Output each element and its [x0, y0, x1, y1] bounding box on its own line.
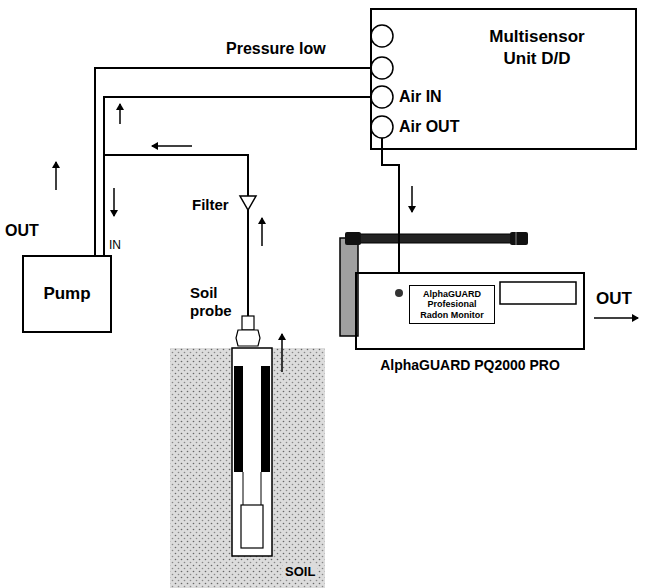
- pump-port-name: OUT: [5, 222, 39, 240]
- pump-box: Pump: [22, 255, 112, 333]
- monitor-label-plate: AlphaGUARD Profesional Radon Monitor: [409, 285, 495, 324]
- soil-probe-tube: [232, 348, 272, 556]
- tube-connector: [104, 97, 370, 255]
- flow-arrows: [56, 104, 638, 372]
- filter-symbol: [240, 196, 256, 210]
- monitor-display: [500, 282, 576, 304]
- sampling-tube: [104, 155, 248, 316]
- port-name: Pressure low: [226, 40, 326, 58]
- node-title: Multisensor Unit D/D: [472, 26, 602, 70]
- tube-connector: [95, 68, 370, 255]
- radon-monitor-body: AlphaGUARD PQ2000 PROAlphaGUARD Profesio…: [355, 272, 585, 350]
- pump-port-name: IN: [109, 238, 121, 252]
- filter-label: Filter: [192, 196, 229, 213]
- port-circles: [371, 25, 393, 138]
- tube-connector: [382, 150, 399, 272]
- port-name: Air IN: [399, 88, 442, 106]
- monitor-inlet: [395, 289, 403, 297]
- soil-region: [170, 348, 325, 588]
- outlet-label: OUT: [596, 289, 632, 309]
- probe-fitting: [236, 316, 260, 346]
- node-title: AlphaGUARD PQ2000 PRO: [357, 357, 583, 373]
- node-title: Pump: [43, 284, 90, 304]
- probe-label: Soil probe: [190, 284, 238, 320]
- node-title: AlphaGUARD Profesional Radon Monitor: [415, 289, 489, 320]
- port-name: Air OUT: [399, 118, 459, 136]
- soil-label: SOIL: [283, 564, 317, 579]
